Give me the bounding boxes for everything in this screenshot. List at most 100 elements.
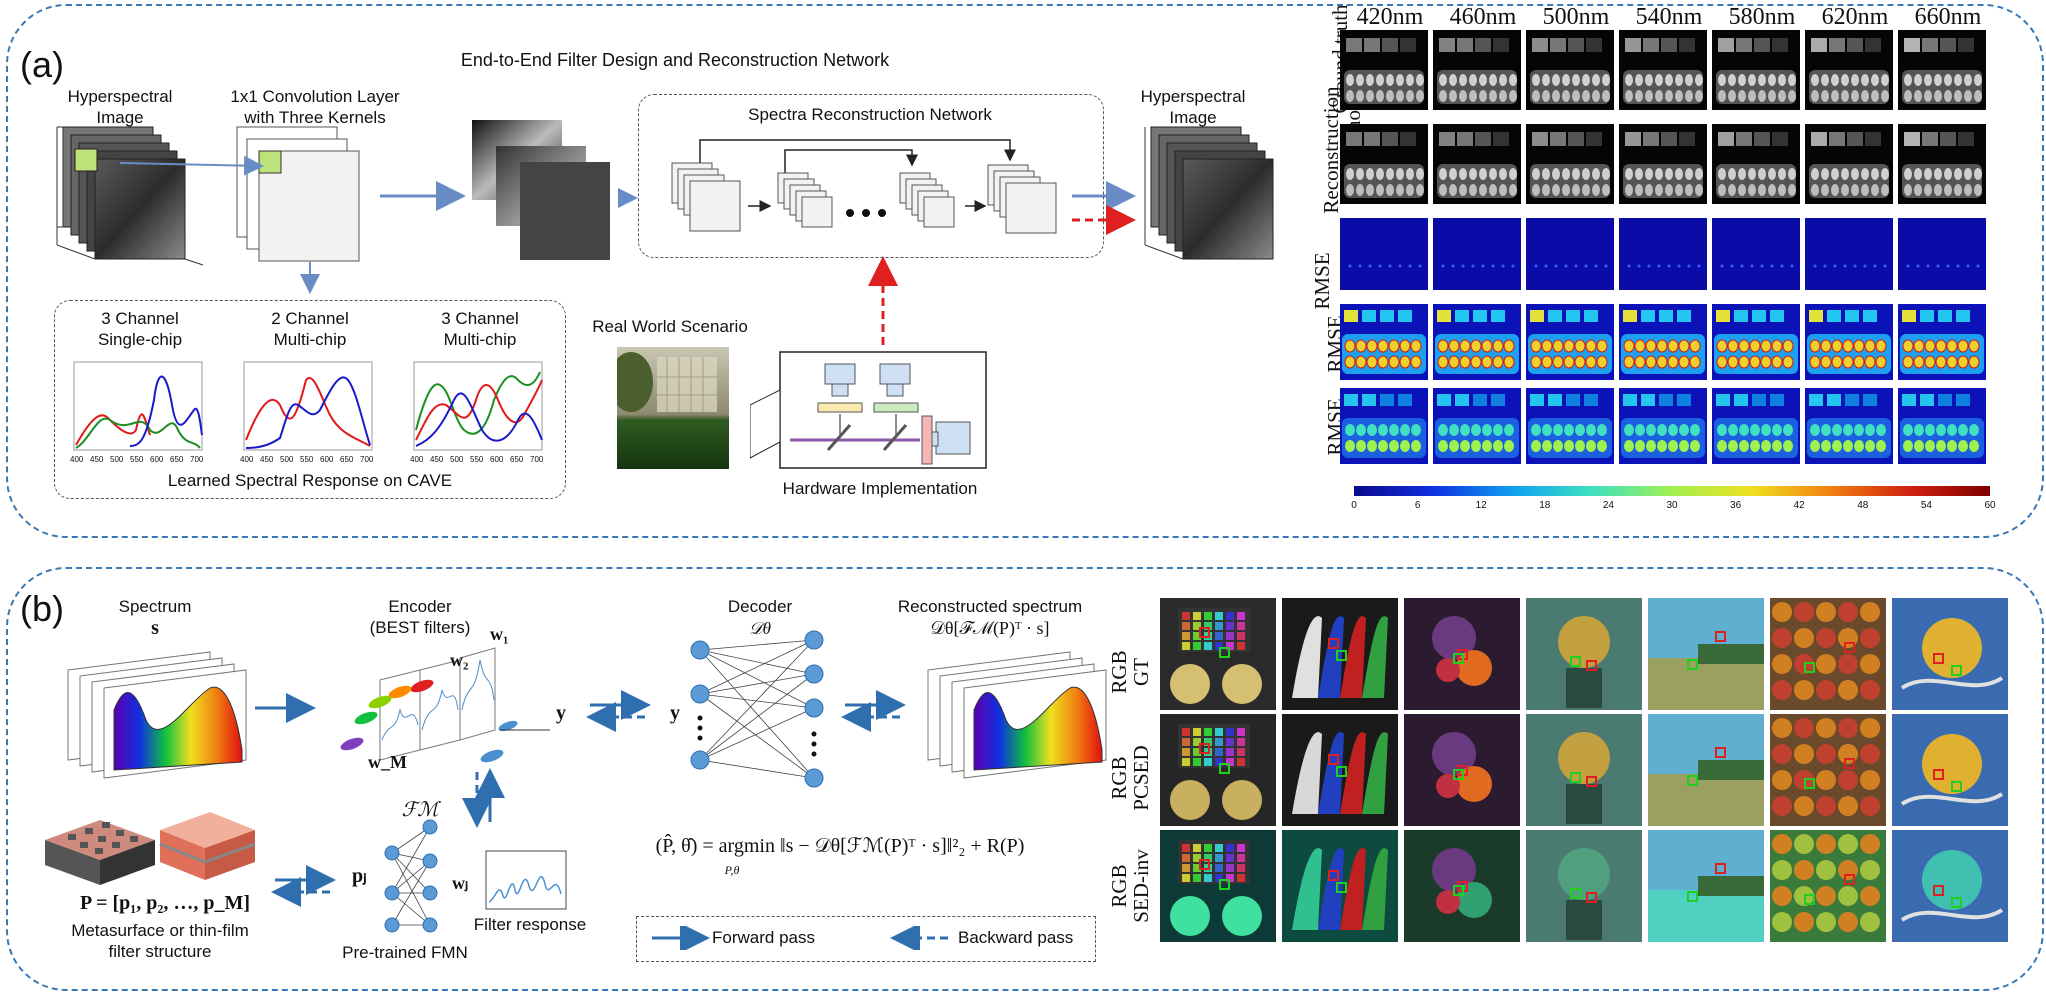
response-title-1: 3 Channel Single-chip	[97, 309, 183, 349]
real-world-photo	[617, 347, 729, 469]
recon-network-layers	[671, 162, 1057, 234]
grid-a-tile	[1340, 30, 1428, 110]
wavelength-500: 500nm	[1542, 4, 1610, 30]
grid-b-photo	[1282, 598, 1398, 710]
grid-b-photo	[1648, 598, 1764, 710]
svg-text:550: 550	[470, 455, 484, 464]
grid-a-tile	[1805, 388, 1893, 464]
panel-b	[6, 567, 2044, 991]
feature-maps	[472, 120, 610, 260]
conv-kernels	[236, 126, 360, 262]
grid-b-photo	[1282, 830, 1398, 942]
recon-spectrum-stack	[927, 651, 1107, 779]
grid-a-tile	[1340, 218, 1428, 290]
arrows-a	[119, 139, 1136, 345]
svg-text:500: 500	[280, 455, 294, 464]
svg-text:550: 550	[130, 455, 144, 464]
panel-a-title: End-to-End Filter Design and Reconstruct…	[460, 50, 890, 70]
grid-b-photo	[1648, 830, 1764, 942]
response-title-2: 2 Channel Multi-chip	[271, 309, 349, 349]
svg-text:500: 500	[450, 455, 464, 464]
grid-a-tile	[1898, 388, 1986, 464]
grid-a-tile	[1433, 30, 1521, 110]
tick: 400	[70, 455, 84, 464]
hardware-label: Hardware Implementation	[782, 479, 978, 498]
colorbar-ticks: 0 6 12 18 24 30 36 42 48 54 60	[1351, 500, 1996, 511]
colorbar	[1354, 486, 1990, 496]
grid-a-tile	[1805, 218, 1893, 290]
recon-network-label: Spectra Reconstruction Network	[748, 105, 992, 124]
svg-text:550: 550	[300, 455, 314, 464]
w1-label: w₁	[490, 624, 509, 644]
filter-response-plot	[485, 850, 567, 910]
wavelength-460: 460nm	[1449, 4, 1517, 30]
row-label-rgb-sedinv: RGB SED-inv	[1107, 849, 1153, 923]
decoder-title: Decoder	[727, 597, 793, 616]
grid-a-tile	[1898, 30, 1986, 110]
learned-response-label: Learned Spectral Response on CAVE	[167, 471, 453, 490]
svg-text:700: 700	[530, 455, 544, 464]
encoder-title: Encoder (BEST filters)	[369, 597, 471, 637]
grid-b-photo	[1892, 714, 2008, 826]
conv-layer-label: 1x1 Convolution Layer with Three Kernels	[230, 87, 400, 127]
grid-a-tile	[1898, 218, 1986, 290]
spectrum-stack	[67, 651, 247, 779]
svg-text:450: 450	[260, 455, 274, 464]
grid-a-tile	[1898, 124, 1986, 204]
grid-a-tile	[1526, 388, 1614, 464]
real-world-label: Real World Scenario	[592, 317, 748, 336]
grid-a-tile	[1712, 218, 1800, 290]
meta-label: Metasurface or thin-film filter structur…	[71, 921, 249, 961]
recon-network-box	[638, 94, 1104, 258]
decoder-network	[690, 630, 824, 788]
grid-a-tile	[1433, 304, 1521, 380]
grid-a-tile	[1805, 304, 1893, 380]
wavelength-540: 540nm	[1635, 4, 1703, 30]
grid-b-photo	[1404, 598, 1520, 710]
grid-b-photo	[1770, 598, 1886, 710]
panel-a	[6, 4, 2044, 538]
wavelength-420: 420nm	[1356, 4, 1424, 30]
grid-b-photo	[1526, 714, 1642, 826]
wM-label: w_M	[368, 752, 407, 772]
w2-label: w₂	[450, 650, 469, 670]
fm-symbol: ℱℳ	[401, 799, 439, 821]
objective-formula: (P̂, θ̂) = argmin ‖s − 𝒟θ[ℱℳ(P)ᵀ · s]‖²₂…	[655, 835, 1025, 857]
encoder-filters	[340, 647, 550, 763]
grid-a-tile	[1619, 218, 1707, 290]
fmn-label: Pre-trained FMN	[342, 943, 468, 962]
fmn-network	[384, 819, 438, 933]
svg-text:600: 600	[150, 455, 164, 464]
wavelength-660: 660nm	[1914, 4, 1982, 30]
grid-b-photo	[1892, 598, 2008, 710]
grid-a-tile	[1526, 124, 1614, 204]
legend-arrows	[652, 926, 948, 950]
grid-b-photo	[1160, 714, 1276, 826]
spectrum-symbol: s	[151, 617, 159, 639]
panel-b-label: (b)	[20, 588, 64, 629]
recon-spectrum-formula: 𝒟θ[ℱℳ(P)ᵀ · s]	[930, 618, 1050, 638]
wj-label: wⱼ	[452, 873, 469, 893]
hsi-output-stack	[1144, 126, 1274, 260]
grid-a-tile	[1898, 304, 1986, 380]
grid-a-tile	[1619, 388, 1707, 464]
svg-text:600: 600	[320, 455, 334, 464]
svg-text:400: 400	[410, 455, 424, 464]
grid-b-photo	[1404, 714, 1520, 826]
svg-text:400: 400	[240, 455, 254, 464]
legend-box	[636, 916, 1096, 962]
metasurface-structures	[45, 812, 256, 885]
grid-b-photo	[1160, 830, 1276, 942]
grid-a-tile	[1433, 388, 1521, 464]
grid-a-tile	[1433, 124, 1521, 204]
row-label-rgb-pcsed: RGB PCSED	[1107, 745, 1153, 811]
grid-a-tile	[1433, 218, 1521, 290]
grid-a-tile	[1712, 30, 1800, 110]
p-formula: P = [p₁, p₂, …, p_M]	[79, 892, 251, 914]
grid-b-photo	[1160, 598, 1276, 710]
arrows-b	[255, 690, 906, 907]
svg-text:650: 650	[510, 455, 524, 464]
svg-text:500: 500	[110, 455, 124, 464]
grid-b-photo	[1404, 830, 1520, 942]
